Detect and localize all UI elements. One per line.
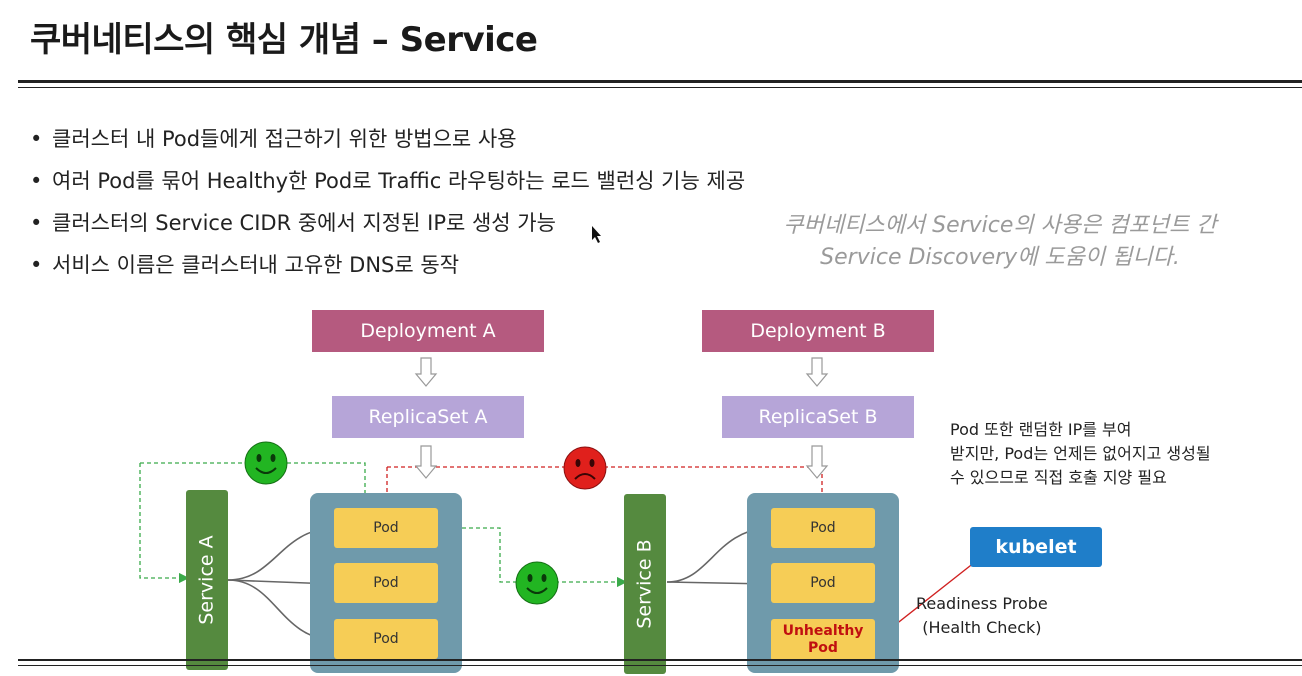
pod: Pod (771, 508, 875, 548)
bullet-text: 클러스터의 Service CIDR 중에서 지정된 IP로 생성 가능 (52, 211, 556, 235)
service-discovery-note: 쿠버네티스에서 Service의 사용은 컴포넌트 간 Service Disc… (740, 210, 1260, 274)
service-b: Service B (624, 494, 666, 674)
traffic-path-left (139, 463, 190, 584)
probe-line: Readiness Probe (916, 594, 1048, 613)
pod-ip-note: Pod 또한 랜덤한 IP를 부여 받지만, Pod는 언제든 없어지고 생성될… (950, 418, 1211, 490)
footer-divider-top (18, 659, 1302, 661)
pod: Pod (334, 563, 438, 603)
pod-note-line: 받지만, Pod는 언제든 없어지고 생성될 (950, 444, 1211, 463)
bullet-text: 여러 Pod를 묶어 Healthy한 Pod로 Traffic 라우팅하는 로… (52, 169, 746, 193)
replicaset-b: ReplicaSet B (722, 396, 914, 438)
mouse-cursor-icon (592, 226, 601, 243)
traffic-path-to-service-b (462, 527, 628, 588)
title-divider-top (18, 80, 1302, 83)
unhealthy-pod-line: Unhealthy (782, 623, 864, 639)
deployment-a: Deployment A (312, 310, 544, 352)
page-title: 쿠버네티스의 핵심 개념 – Service (30, 20, 538, 60)
pod: Pod (771, 563, 875, 603)
note-line: Service Discovery에 도움이 됩니다. (820, 245, 1180, 270)
pod-pool-b: Pod Pod Unhealthy Pod (747, 493, 899, 673)
pod-note-line: Pod 또한 랜덤한 IP를 부여 (950, 420, 1132, 439)
bullet-item: •클러스터의 Service CIDR 중에서 지정된 IP로 생성 가능 (30, 211, 556, 235)
bullet-item: •클러스터 내 Pod들에게 접근하기 위한 방법으로 사용 (30, 127, 517, 151)
pod-pool-a: Pod Pod Pod (310, 493, 462, 673)
happy-face-icon (244, 441, 288, 485)
pod-note-line: 수 있으므로 직접 호출 지양 필요 (950, 468, 1167, 487)
note-line: 쿠버네티스에서 Service의 사용은 컴포넌트 간 (783, 213, 1217, 238)
pod: Pod (334, 619, 438, 659)
bullet-text: 클러스터 내 Pod들에게 접근하기 위한 방법으로 사용 (52, 127, 517, 151)
pod: Pod (334, 508, 438, 548)
sad-face-icon (563, 446, 607, 490)
happy-face-icon (515, 561, 559, 605)
unhealthy-pod-line: Pod (808, 640, 838, 656)
service-a: Service A (186, 490, 228, 670)
traffic-path-to-service-a (140, 462, 366, 493)
bullet-text: 서비스 이름은 클러스터내 고유한 DNS로 동작 (52, 253, 460, 277)
kubelet: kubelet (970, 527, 1102, 567)
footer-divider-bottom (18, 665, 1302, 666)
readiness-probe-label: Readiness Probe (Health Check) (916, 592, 1048, 640)
title-divider-bottom (18, 87, 1302, 88)
probe-line: (Health Check) (922, 618, 1042, 637)
replicaset-a: ReplicaSet A (332, 396, 524, 438)
deployment-b: Deployment B (702, 310, 934, 352)
unhealthy-pod: Unhealthy Pod (771, 619, 875, 661)
bullet-item: •여러 Pod를 묶어 Healthy한 Pod로 Traffic 라우팅하는 … (30, 169, 746, 193)
bullet-list: •클러스터 내 Pod들에게 접근하기 위한 방법으로 사용 •여러 Pod를 … (30, 118, 745, 286)
bullet-item: •서비스 이름은 클러스터내 고유한 DNS로 동작 (30, 253, 460, 277)
hollow-arrow-down (414, 357, 829, 479)
